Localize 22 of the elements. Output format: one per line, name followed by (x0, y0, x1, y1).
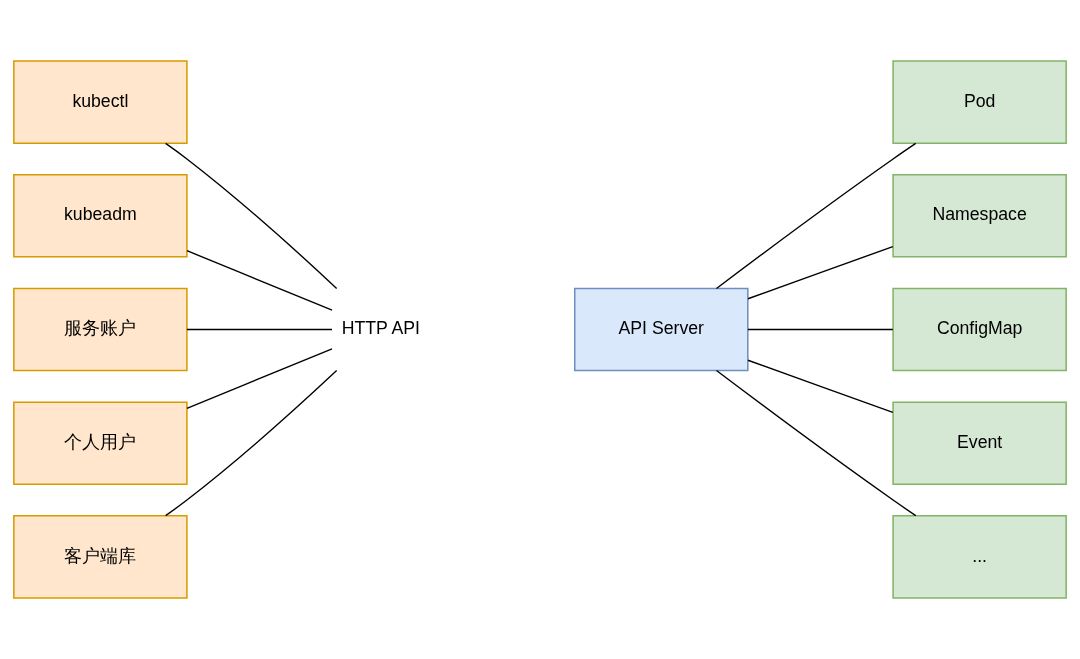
connector (715, 369, 917, 517)
connector (164, 369, 338, 517)
node-text: HTTP API (341, 318, 420, 339)
node-box: kubeadm (13, 174, 188, 258)
connector (186, 348, 333, 409)
node-box: ... (892, 515, 1067, 599)
connector (747, 328, 894, 331)
node-box: kubectl (13, 60, 188, 144)
node-box: ConfigMap (892, 287, 1067, 372)
node-box: Pod (892, 60, 1067, 144)
connector (715, 142, 917, 290)
node-box: Event (892, 401, 1067, 485)
node-box: 个人用户 (13, 401, 188, 485)
connector (186, 328, 333, 331)
node-box: API Server (574, 287, 749, 372)
connector (164, 142, 338, 290)
connector (186, 250, 333, 311)
connector (747, 245, 894, 300)
node-box: Namespace (892, 174, 1067, 258)
node-box: 服务账户 (13, 287, 188, 372)
node-box: 客户端库 (13, 515, 188, 599)
connector (747, 359, 894, 414)
